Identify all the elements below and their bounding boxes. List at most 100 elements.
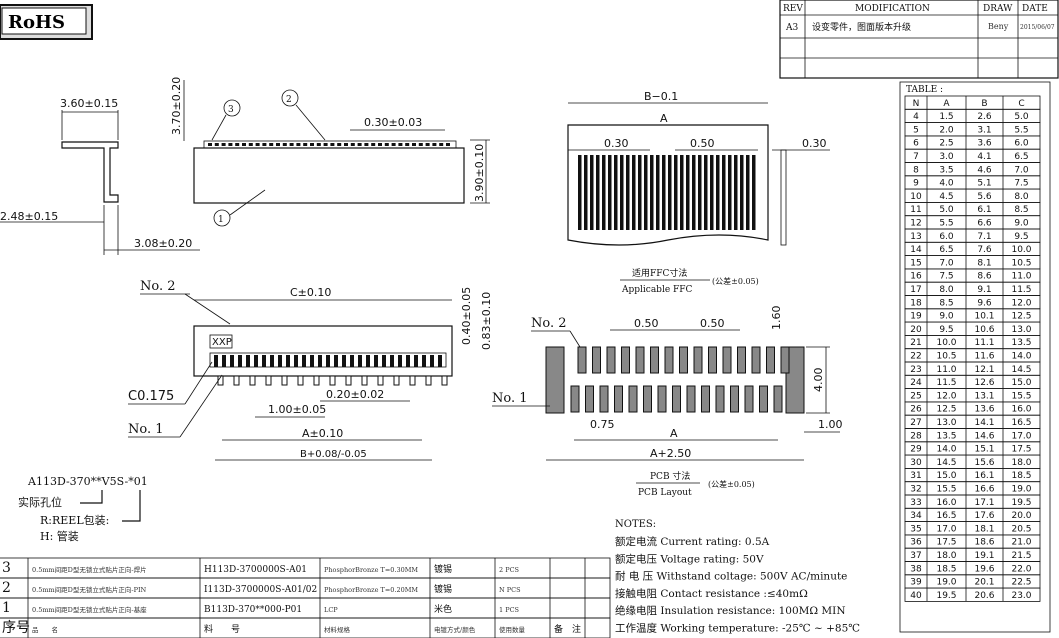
table-cell: 12.0 [1011, 298, 1031, 308]
table-cell: 3.6 [977, 139, 992, 149]
notes-title: NOTES: [615, 519, 656, 530]
ffc-conductor [716, 155, 720, 230]
part-code: A113D-370**V5S-*01 [27, 475, 148, 488]
front-pin [378, 143, 382, 146]
table-cell: 15.0 [1011, 378, 1031, 388]
ffc-conductor [668, 155, 672, 230]
rohs-text: RoHS [8, 12, 65, 33]
front-pin [269, 143, 274, 146]
table-cell: 18.0 [1011, 458, 1031, 468]
table-cell: 8 [913, 165, 919, 175]
pcb-height: 4.00 [812, 368, 825, 393]
pcb-pad-top [708, 346, 717, 374]
table-cell: 9 [913, 179, 919, 189]
table-cell: 5.1 [977, 179, 991, 189]
date-header: DATE [1022, 4, 1048, 14]
contact-pin [270, 355, 274, 367]
front-pin [405, 143, 410, 146]
table-cell: 2.0 [939, 125, 954, 135]
bom-cell: B113D-370**000-P01 [204, 605, 302, 615]
table-cell: 9.5 [1014, 232, 1028, 242]
bom-cell: 0.5mm间距D型无锁立式贴片正向-焊片 [32, 565, 147, 574]
note-item: 额定电压 Voltage rating: 50V [615, 552, 764, 565]
front-pin [446, 143, 450, 146]
pcb-pad-bottom [643, 385, 652, 413]
table-cell: 19.1 [974, 551, 994, 561]
table-cell: 5.6 [977, 192, 992, 202]
table-cell: 15.0 [936, 471, 956, 481]
table-cell: 12.5 [936, 405, 956, 415]
table-cell: 14.1 [974, 418, 994, 428]
rev-value: A3 [785, 23, 798, 33]
table-cell: 5 [913, 125, 919, 135]
table-cell: 6.0 [1014, 139, 1029, 149]
table-cell: 28 [910, 431, 922, 441]
contact-pin [422, 355, 426, 367]
pcb-offset: 0.75 [590, 418, 615, 431]
ffc-conductor [692, 155, 696, 230]
table-cell: 9.5 [939, 325, 953, 335]
table-cell: 5.0 [1014, 112, 1029, 122]
pcb-caption-en: PCB Layout [638, 488, 692, 498]
pcb-pad-bottom [715, 385, 725, 413]
front-pin [248, 143, 253, 146]
note-item: 接触电阻 Contact resistance :≤40mΩ [615, 587, 808, 600]
table-cell: 14.0 [936, 445, 956, 455]
table-cell: 21.5 [1011, 551, 1031, 561]
note-item: 耐 电 压 Withstand coltage: 500V AC/minute [615, 570, 847, 583]
contact-pin [342, 355, 346, 367]
pcb-layout: No. 2 No. 1 0.50 0.50 1.60 4.00 0.75 A A… [492, 306, 843, 498]
front-pin [242, 143, 246, 146]
bom-cell: I113D-3700000S-A01/02 [204, 585, 317, 595]
pcb-pad-length: 1.60 [770, 306, 783, 331]
table-cell: 6.1 [977, 205, 991, 215]
pcb-label-no2: No. 2 [531, 316, 567, 331]
table-cell: 4.5 [939, 192, 953, 202]
dim-bottom-offset: 3.08±0.20 [134, 237, 192, 250]
table-cell: 13.0 [936, 418, 956, 428]
side-view: 3.60±0.15 2.48±0.15 3.08±0.20 [0, 97, 200, 255]
table-cell: 8.0 [939, 285, 954, 295]
table-cell: 20.5 [1011, 524, 1031, 534]
table-cell: 3.1 [977, 125, 991, 135]
solder-tail [313, 375, 320, 386]
pcb-pad-bottom [570, 385, 580, 413]
table-cell: 10 [910, 192, 922, 202]
table-cell: 17.5 [1011, 445, 1031, 455]
table-cell: 5.5 [1014, 125, 1028, 135]
dim-ffc-edge: 0.30 [604, 137, 629, 150]
table-cell: 10.1 [974, 312, 994, 322]
dim-ffc-pitch: 0.50 [690, 137, 715, 150]
table-cell: 19.5 [936, 591, 956, 601]
table-cell: 9.0 [1014, 219, 1029, 229]
table-cell: 12.1 [974, 365, 994, 375]
pcb-pad-bottom [657, 385, 667, 413]
table-cell: 34 [910, 511, 922, 521]
bom-cell: 0.5mm间距D型无锁立式贴片正向-基座 [32, 605, 147, 614]
solder-tail [233, 375, 240, 386]
table-cell: 11.6 [974, 352, 994, 362]
table-cell: 23 [910, 365, 921, 375]
front-pin [337, 143, 342, 146]
pcb-pad-bottom [599, 385, 609, 413]
pcb-pad-bottom [585, 385, 594, 413]
table-cell: 2.6 [977, 112, 992, 122]
contact-pin [430, 355, 434, 367]
bom-cell: 使用数量 [499, 625, 526, 634]
bom-cell: 材料规格 [324, 625, 351, 634]
callout-3: 3 [228, 105, 234, 115]
front-pin [344, 143, 348, 146]
table-cell: 21.0 [1011, 538, 1031, 548]
contact-pin [222, 355, 226, 367]
solder-tail [281, 375, 288, 386]
table-cell: 20 [910, 325, 922, 335]
ffc-caption-cn: 适用FFC寸法 [632, 267, 687, 279]
ffc-conductor [734, 155, 738, 230]
table-cell: 7.1 [977, 232, 991, 242]
ffc-caption-en: Applicable FFC [621, 285, 693, 295]
table-cell: 29 [910, 445, 922, 455]
dim-pin-width: 0.20±0.02 [326, 388, 384, 401]
table-cell: 9.6 [977, 298, 992, 308]
pcb-pad-top [780, 346, 790, 374]
ffc-conductor [686, 155, 690, 230]
